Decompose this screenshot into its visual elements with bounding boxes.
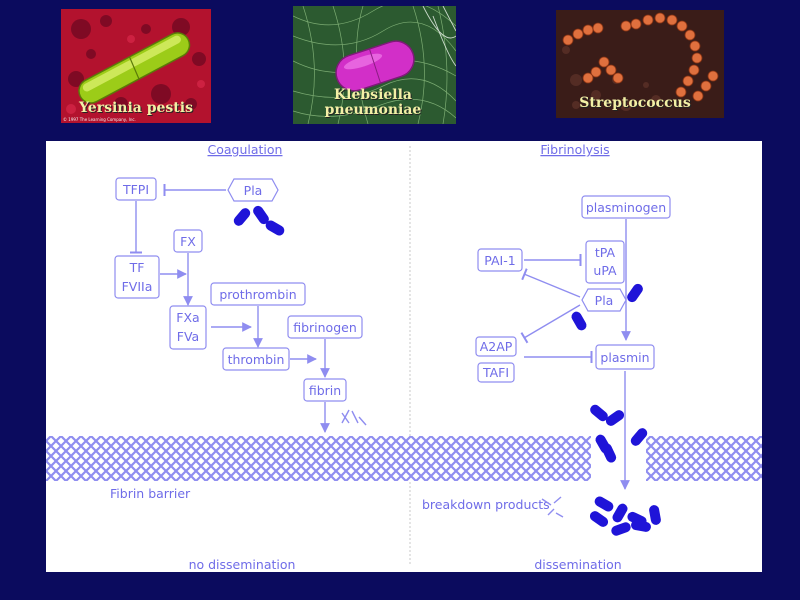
fibrinolysis-heading: Fibrinolysis: [540, 142, 609, 157]
fibrin-label: fibrin: [309, 383, 341, 398]
tafi-label: TAFI: [482, 365, 509, 380]
klebsiella-pneumoniae-caption: Klebsiella pneumoniae: [324, 87, 422, 118]
pla-box-fibrinolysis: [581, 288, 627, 312]
tfpi-box: [115, 177, 157, 201]
no-dissemination-label: no dissemination: [189, 557, 296, 572]
fva-label: FVa: [177, 329, 199, 344]
fx-label: FX: [180, 234, 196, 249]
pla-label-coagulation: Pla: [244, 183, 263, 198]
thrombin-label: thrombin: [228, 352, 285, 367]
tpa-label: tPA: [595, 245, 616, 260]
pai1-label: PAI-1: [484, 253, 515, 268]
tf-fviia-box: [114, 255, 160, 299]
fviia-label: FVIIa: [122, 279, 153, 294]
fibrinogen-label: fibrinogen: [293, 320, 357, 335]
yersinia-pestis-photo: Yersinia pestis © 1997 The Learning Comp…: [61, 9, 211, 123]
fx-box: [173, 229, 203, 253]
tfpi-label: TFPI: [122, 182, 149, 197]
fxa-fva-box: [169, 305, 207, 350]
tf-label: TF: [129, 260, 145, 275]
a2ap-label: A2AP: [480, 339, 513, 354]
plasminogen-box: [581, 195, 671, 219]
upa-label: uPA: [593, 263, 617, 278]
bacteria-icon-fibrinolysis: [571, 283, 661, 536]
pai1-box: [477, 248, 523, 272]
prothrombin-box: [210, 282, 306, 306]
coagulation-fibrinolysis-diagram: Coagulation Fibrinolysis TFPI Pla TF FVI…: [46, 141, 762, 572]
breakdown-products-label: breakdown products: [422, 497, 550, 512]
thrombin-box: [222, 347, 290, 371]
breakdown-fragment-icon: [541, 496, 564, 518]
streptococcus-caption: Streptococcus: [579, 95, 691, 111]
yersinia-pestis-caption: Yersinia pestis: [79, 100, 193, 116]
plasmin-label: plasmin: [600, 350, 649, 365]
fxa-label: FXa: [176, 310, 199, 325]
fibrin-barrier-label: Fibrin barrier: [110, 486, 191, 501]
fibrin-box: [303, 378, 347, 402]
pla-inhibits-a2ap: [520, 304, 581, 344]
bacteria-icon-coagulation: [233, 205, 285, 236]
dissemination-label: dissemination: [534, 557, 621, 572]
pla-inhibits-pai1: [521, 268, 581, 298]
a2ap-box: [475, 336, 517, 357]
prothrombin-label: prothrombin: [219, 287, 296, 302]
fibrinogen-box: [287, 315, 363, 339]
pla-label-fibrinolysis: Pla: [595, 293, 614, 308]
plasminogen-label: plasminogen: [586, 200, 666, 215]
plasmin-box: [595, 344, 655, 370]
klebsiella-pneumoniae-photo: Klebsiella pneumoniae: [293, 6, 456, 124]
coagulation-heading: Coagulation: [208, 142, 283, 157]
tpa-upa-box: [585, 240, 625, 284]
photo-copyright: © 1997 The Learning Company, Inc.: [63, 117, 136, 122]
fibrin-fragment-icon: [341, 409, 367, 426]
fibrin-barrier-mesh-right: [646, 436, 762, 481]
tafi-box: [477, 362, 515, 383]
fibrin-barrier-mesh-left: [46, 436, 591, 481]
streptococcus-photo: Streptococcus: [556, 10, 724, 118]
pla-box-coagulation: [227, 178, 279, 202]
